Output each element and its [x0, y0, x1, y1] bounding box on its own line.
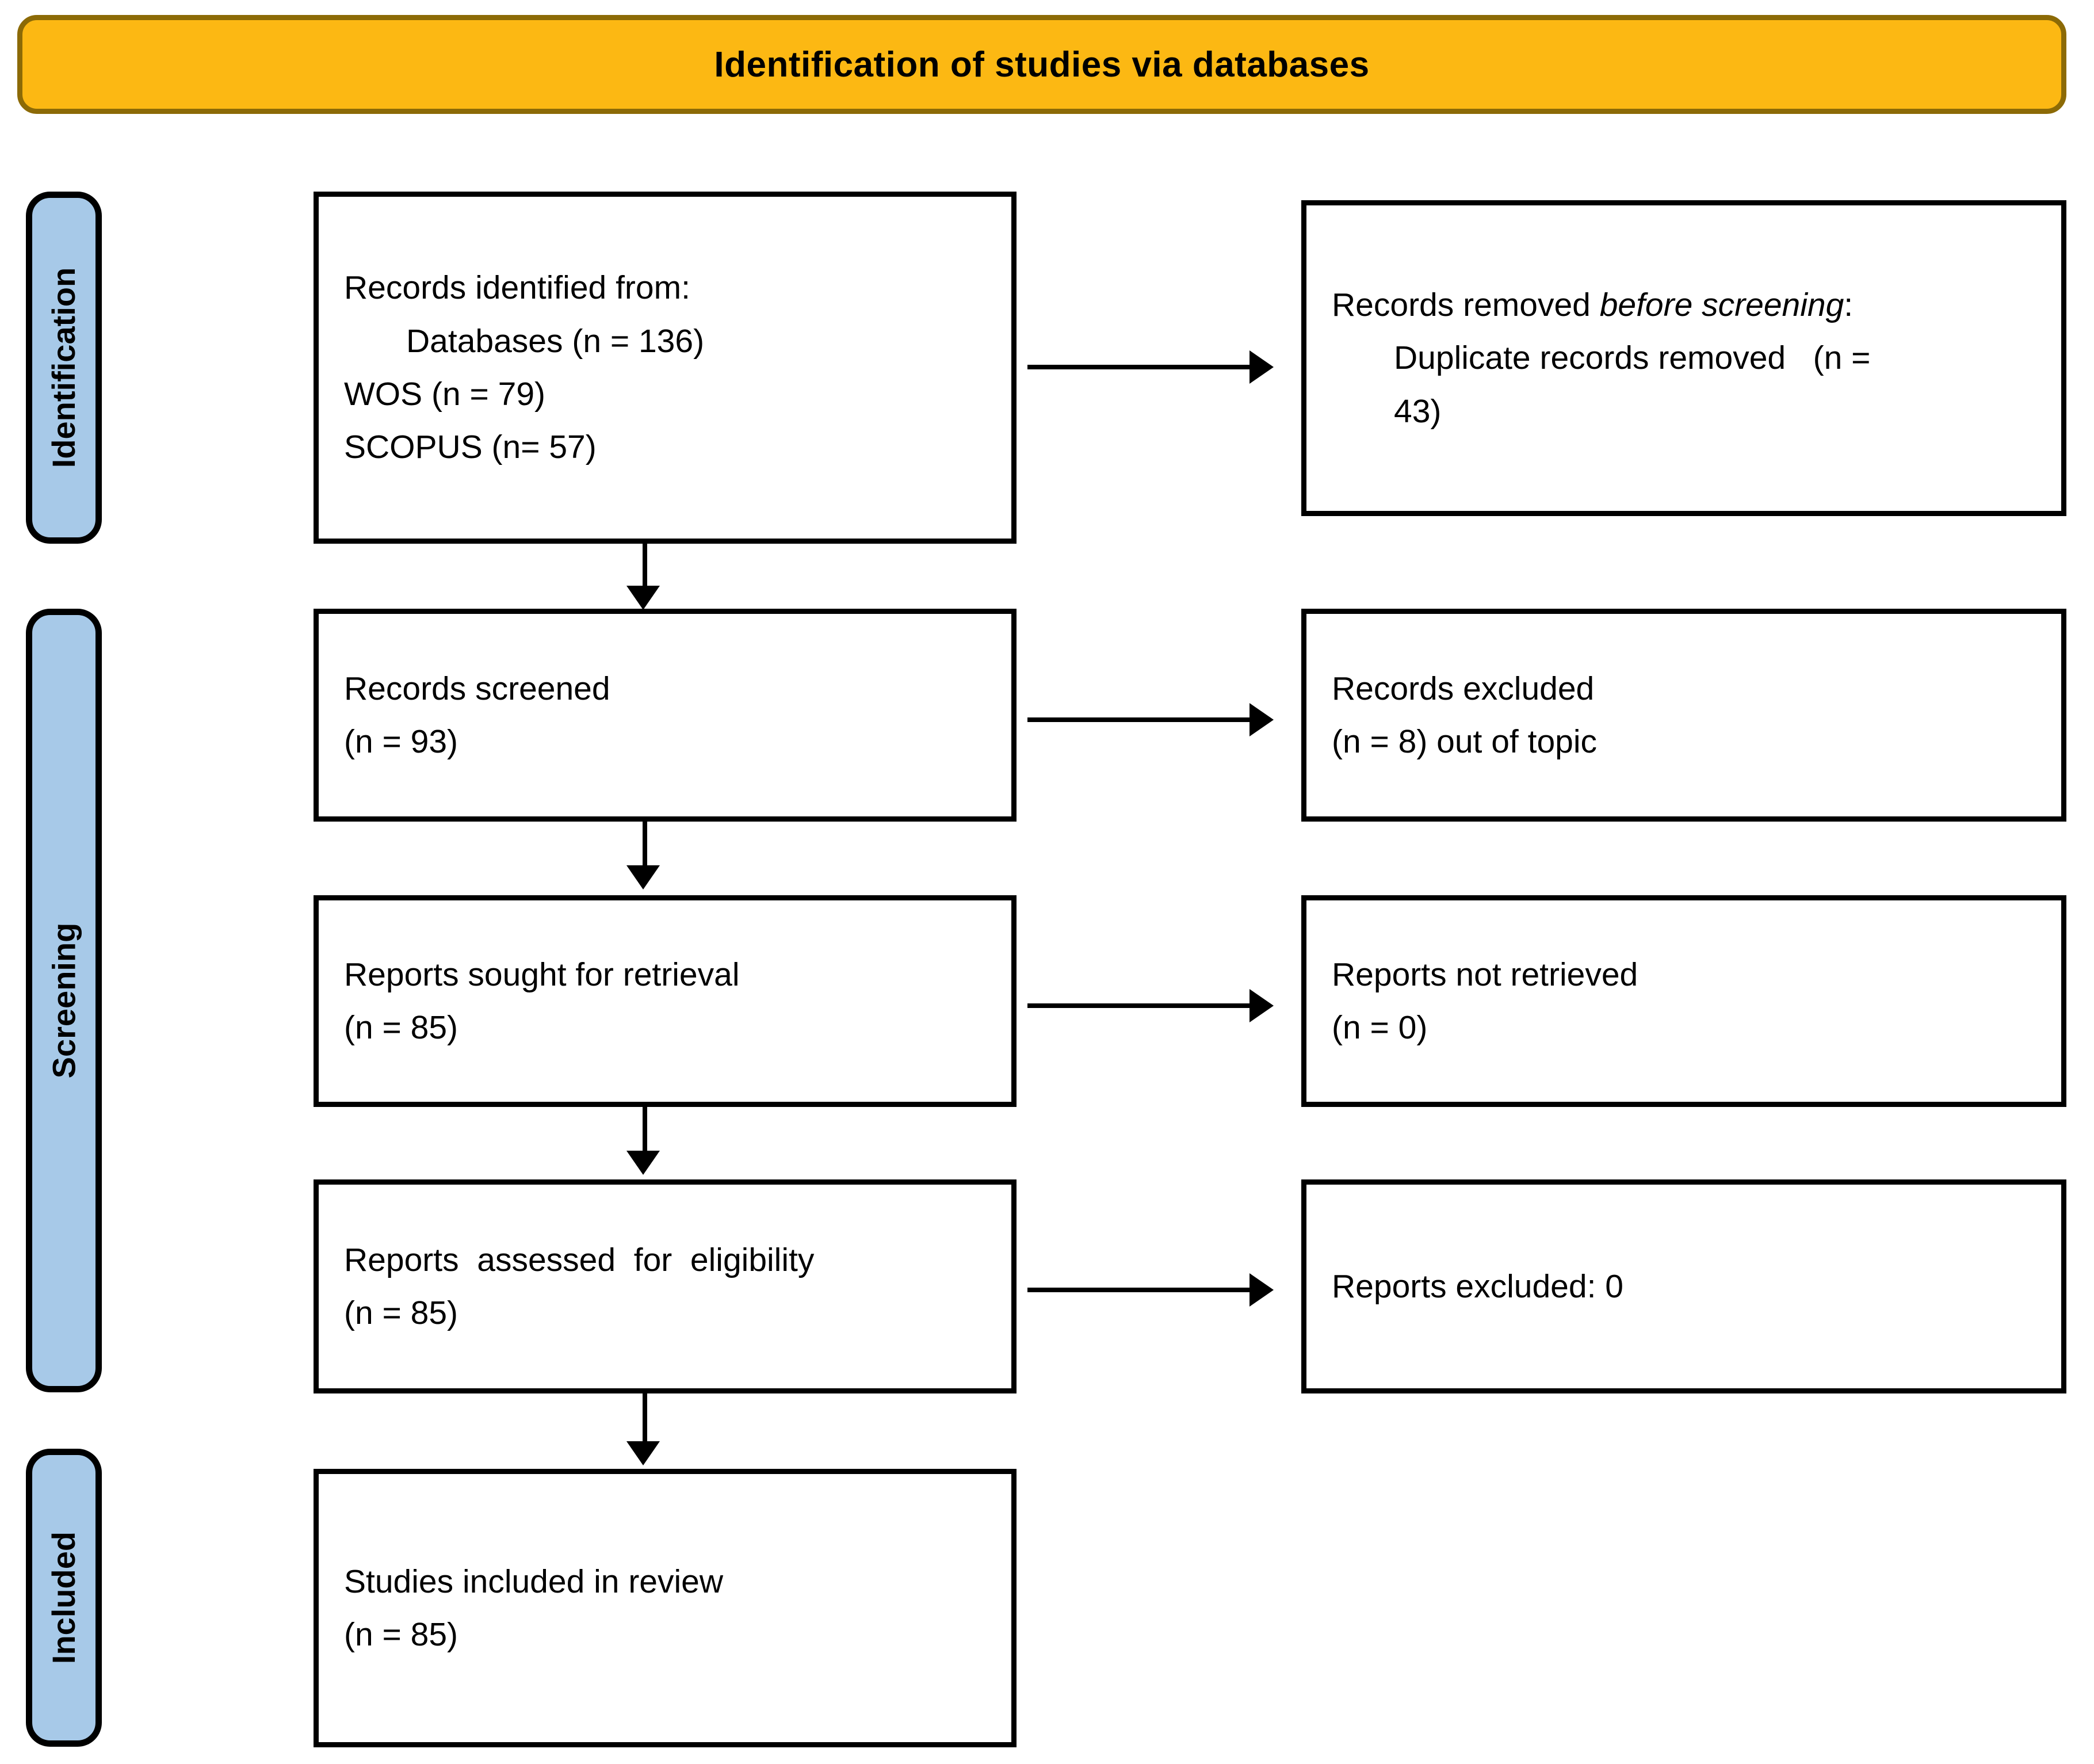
arrow-down-icon — [626, 865, 660, 889]
records-removed-heading-suffix: : — [1844, 287, 1854, 323]
stage-tab-screening: Screening — [26, 609, 102, 1392]
records-screened-label: Records screened — [344, 670, 610, 707]
arrow-down-icon — [626, 1441, 660, 1465]
records-identified-heading: Records identified from: — [344, 269, 690, 307]
duplicate-records-removed-line1: Duplicate records removed (n = — [1394, 339, 1871, 377]
records-screened-count: (n = 93) — [344, 723, 458, 760]
banner-identification-via-databases: Identification of studies via databases — [17, 15, 2066, 114]
box-reports-excluded: Reports excluded: 0 — [1301, 1179, 2066, 1393]
stage-tab-identification: Identification — [26, 192, 102, 544]
connector-identified-to-removed — [1027, 365, 1252, 369]
arrow-right-icon — [1249, 703, 1274, 736]
records-excluded-count: (n = 8) out of topic — [1332, 723, 1598, 760]
connector-identified-to-screened — [643, 544, 647, 589]
reports-sought-count: (n = 85) — [344, 1009, 458, 1046]
records-identified-scopus: SCOPUS (n= 57) — [344, 429, 597, 466]
reports-sought-label: Reports sought for retrieval — [344, 956, 740, 993]
box-records-removed-before-screening: Records removed before screening: Duplic… — [1301, 200, 2066, 516]
box-reports-assessed-for-eligibility: Reports assessed for eligibility (n = 85… — [314, 1179, 1017, 1393]
box-reports-sought-for-retrieval: Reports sought for retrieval (n = 85) — [314, 895, 1017, 1107]
records-identified-wos: WOS (n = 79) — [344, 376, 546, 413]
records-removed-heading-prefix: Records removed — [1332, 287, 1600, 323]
reports-excluded-label: Reports excluded: 0 — [1332, 1267, 1623, 1305]
stage-tab-identification-label: Identification — [45, 267, 82, 468]
arrow-down-icon — [626, 586, 660, 610]
banner-title: Identification of studies via databases — [714, 44, 1370, 85]
connector-sought-to-assessed — [643, 1107, 647, 1153]
reports-not-retrieved-label: Reports not retrieved — [1332, 956, 1638, 993]
box-reports-not-retrieved: Reports not retrieved (n = 0) — [1301, 895, 2066, 1107]
stage-tab-screening-label: Screening — [45, 922, 82, 1079]
arrow-right-icon — [1249, 989, 1274, 1022]
stage-tab-included: Included — [26, 1449, 102, 1747]
stage-tab-included-label: Included — [45, 1531, 82, 1664]
box-records-excluded: Records excluded (n = 8) out of topic — [1301, 609, 2066, 822]
connector-screened-to-sought — [643, 822, 647, 868]
arrow-right-icon — [1249, 1273, 1274, 1307]
studies-included-count: (n = 85) — [344, 1616, 458, 1653]
records-removed-heading: Records removed before screening: — [1332, 278, 2036, 331]
connector-screened-to-excluded — [1027, 717, 1252, 722]
reports-not-retrieved-count: (n = 0) — [1332, 1009, 1428, 1046]
arrow-down-icon — [626, 1151, 660, 1175]
arrow-right-icon — [1249, 350, 1274, 384]
box-records-screened: Records screened (n = 93) — [314, 609, 1017, 822]
connector-assessed-to-included — [643, 1393, 647, 1444]
connector-assessed-to-reportsexcluded — [1027, 1288, 1252, 1292]
duplicate-records-removed-line2: 43) — [1394, 392, 1442, 430]
studies-included-label: Studies included in review — [344, 1563, 724, 1600]
records-identified-databases: Databases (n = 136) — [406, 322, 705, 360]
records-removed-heading-italic: before screening — [1599, 287, 1844, 323]
connector-sought-to-notretrieved — [1027, 1003, 1252, 1008]
box-records-identified: Records identified from: Databases (n = … — [314, 192, 1017, 544]
reports-assessed-count: (n = 85) — [344, 1295, 458, 1331]
reports-assessed-label: Reports assessed for eligibility — [344, 1241, 815, 1278]
box-studies-included-in-review: Studies included in review (n = 85) — [314, 1469, 1017, 1747]
records-excluded-label: Records excluded — [1332, 670, 1595, 707]
